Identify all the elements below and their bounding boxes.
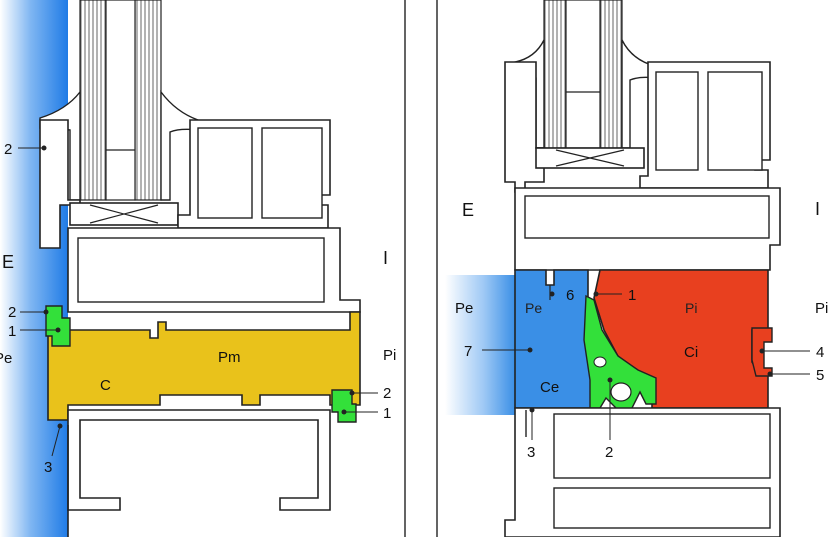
right-frame-bottom-chamber-a — [553, 413, 771, 479]
svg-text:6: 6 — [566, 287, 574, 304]
svg-text:3: 3 — [44, 459, 52, 476]
right-callout-4: 4 — [759, 344, 824, 361]
right-callout-7: 7 — [464, 343, 533, 360]
svg-text:7: 7 — [464, 343, 472, 360]
right-exterior-zone — [445, 275, 515, 415]
left-frame-bottom — [67, 409, 331, 511]
left-sash-chamber-b — [261, 127, 323, 219]
svg-text:2: 2 — [4, 141, 12, 158]
right-sash-chamber-b — [707, 71, 763, 171]
left-label-Pm: Pm — [218, 349, 241, 366]
right-label-Ce: Ce — [540, 379, 559, 396]
left-exterior-zone — [0, 0, 68, 537]
svg-text:1: 1 — [8, 323, 16, 340]
svg-text:1: 1 — [628, 287, 636, 304]
right-callout-5: 5 — [767, 367, 824, 384]
left-callout-right-2: 2 — [349, 385, 391, 402]
right-callout-3: 3 — [527, 407, 535, 461]
right-label-E: E — [462, 200, 474, 220]
right-frame-bottom-chamber-b — [553, 487, 771, 529]
left-label-C: C — [100, 377, 111, 394]
left-panel: E I Pe Pi Pm C 2 2 1 3 2 — [0, 0, 406, 537]
right-frame-top-chamber — [524, 195, 770, 239]
left-callout-right-1: 1 — [341, 405, 391, 422]
right-callout-1: 1 — [593, 287, 636, 304]
left-setting-block — [69, 202, 179, 226]
left-callout-green-1: 1 — [8, 323, 61, 340]
left-pressure-chamber — [47, 311, 361, 421]
right-label-Pe-inner: Pe — [525, 300, 542, 316]
right-callout-6: 6 — [549, 287, 574, 304]
right-sash-chamber-a — [655, 71, 699, 171]
left-glass-pane — [79, 0, 162, 201]
right-central-gasket-green — [583, 294, 657, 411]
left-label-Pi: Pi — [383, 347, 396, 364]
left-sash-chamber-a — [197, 127, 253, 219]
left-callout-bottom-3: 3 — [44, 423, 63, 476]
right-setting-block — [535, 147, 645, 169]
svg-text:2: 2 — [8, 304, 16, 321]
right-label-Pi-outer: Pi — [815, 300, 828, 317]
svg-text:2: 2 — [383, 385, 391, 402]
left-callout-green-2: 2 — [8, 304, 49, 321]
svg-text:3: 3 — [527, 444, 535, 461]
right-panel: E I Pe Pe Pi Pi Ce Ci 6 1 7 4 — [445, 0, 828, 537]
right-glass-pane — [543, 0, 623, 149]
right-label-I: I — [815, 199, 820, 219]
svg-text:4: 4 — [816, 344, 824, 361]
left-label-I: I — [383, 248, 388, 268]
svg-text:2: 2 — [605, 444, 613, 461]
left-label-Pe: Pe — [0, 350, 12, 367]
left-label-E: E — [2, 252, 14, 272]
left-gasket-upper-green — [45, 305, 71, 347]
right-label-Pe-outer: Pe — [455, 300, 473, 317]
svg-text:1: 1 — [383, 405, 391, 422]
right-label-Pi-chamber: Pi — [685, 300, 697, 316]
right-callout-2: 2 — [605, 377, 613, 461]
right-outer-bead — [504, 61, 545, 193]
svg-text:5: 5 — [816, 367, 824, 384]
left-callout-top-2: 2 — [4, 141, 47, 158]
left-frame-top-chamber — [77, 237, 325, 303]
right-label-Ci: Ci — [684, 344, 698, 361]
